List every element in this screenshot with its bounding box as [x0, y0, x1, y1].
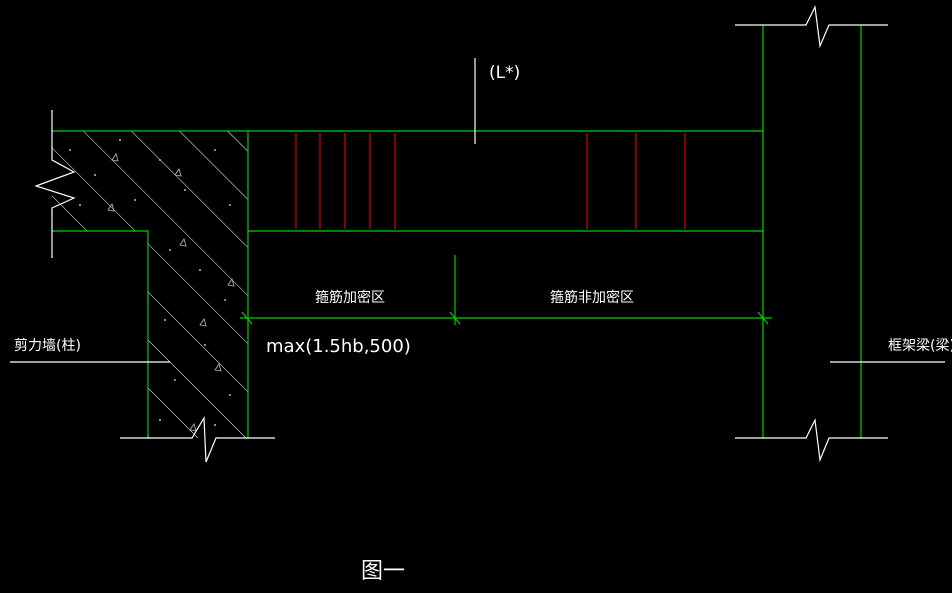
stirrups-non-dense: [586, 133, 686, 229]
frame-beam-label: 框架梁(梁): [888, 338, 952, 354]
figure-caption: 图一: [361, 559, 405, 584]
concrete-speckle: [69, 139, 235, 432]
wall-break-lines: [34, 110, 275, 463]
beam-outline: [248, 130, 763, 232]
dense-zone-label: 箍筋加密区: [315, 289, 385, 306]
shear-wall: [52, 130, 249, 438]
beam-label: (L*): [489, 63, 520, 83]
dimension-line: [240, 255, 772, 325]
wall-label: 剪力墙(柱): [14, 338, 81, 354]
stirrups-dense: [295, 133, 396, 229]
dense-length-formula: max(1.5hb,500): [266, 336, 411, 357]
non-dense-zone-label: 箍筋非加密区: [550, 289, 634, 306]
frame-beam: [735, 4, 888, 463]
